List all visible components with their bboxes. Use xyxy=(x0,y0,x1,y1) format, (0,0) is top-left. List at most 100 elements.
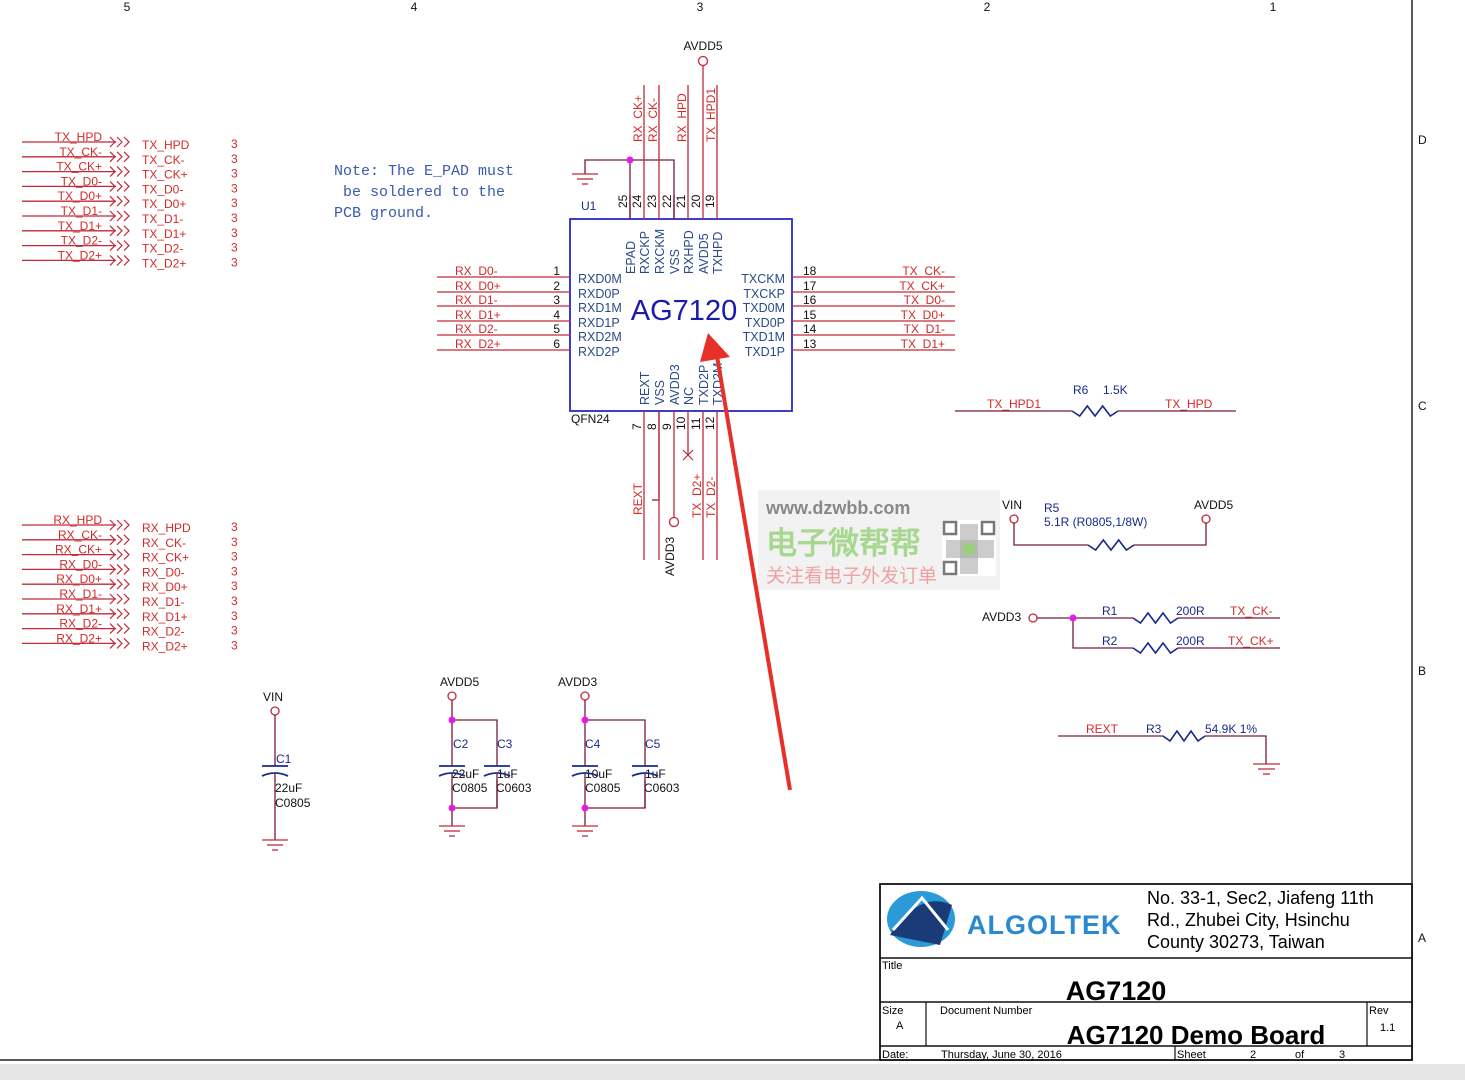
offpage-page-ref: 3 xyxy=(231,638,238,652)
net-label: TX_CK- xyxy=(902,264,945,278)
offpage-page-ref: 3 xyxy=(231,226,238,240)
pin-number: 4 xyxy=(553,308,560,322)
resistor-zigzag-icon xyxy=(1087,538,1135,552)
capacitor-package: C0805 xyxy=(585,781,621,795)
pin-number: 3 xyxy=(553,293,560,307)
net-label: TX_D2- xyxy=(704,477,718,518)
pin-number: 5 xyxy=(553,322,560,336)
sheet-number: 2 xyxy=(1250,1049,1256,1061)
pin-name: RXHPD xyxy=(682,230,696,274)
sheet-title: AG7120 xyxy=(1066,976,1167,1006)
address-line: Rd., Zhubei City, Hsinchu xyxy=(1147,910,1350,930)
resistor-r1-r2[interactable]: AVDD3 R1 200R TX_CK- R2 200R TX_CK+ xyxy=(982,604,1280,649)
connector-pin[interactable]: RX_D0+RX_D0+3 xyxy=(22,572,238,594)
net-label: TX_D0- xyxy=(61,174,102,188)
connector-pin[interactable]: TX_D0-TX_D0-3 xyxy=(22,174,238,196)
connector-pin[interactable]: RX_D1+RX_D1+3 xyxy=(22,602,238,624)
document-number-label: Document Number xyxy=(940,1005,1033,1017)
pin-number: 1 xyxy=(553,264,560,278)
ag7120-chip[interactable]: AG7120 U1 QFN24 AVDD5 AVDD3 xyxy=(569,39,793,576)
pin-name: TXD0M xyxy=(743,301,785,315)
offpage-chevron-icon xyxy=(109,593,130,605)
resistor-value: 5.1R (R0805,1/8W) xyxy=(1044,515,1147,529)
ground-symbol-icon xyxy=(1253,763,1280,775)
resistor-r6[interactable]: TX_HPD1 TX_HPD R6 1.5K xyxy=(955,383,1236,412)
column-marker: 3 xyxy=(697,0,704,14)
connector-pin[interactable]: RX_D1-RX_D1-3 xyxy=(22,587,238,609)
connector-pin[interactable]: RX_D0-RX_D0-3 xyxy=(22,557,238,579)
resistor-symbols xyxy=(1071,404,1206,743)
decoupling-capacitors: VIN AVDD5 AVDD3 C1 22uF C0805 C2 22uF C0… xyxy=(261,675,680,851)
resistor-ref: R1 xyxy=(1102,604,1118,618)
connector-pin[interactable]: RX_D2-RX_D2-3 xyxy=(22,617,238,639)
resistor-r5[interactable]: VIN AVDD5 R5 5.1R (R0805,1/8W) xyxy=(1002,498,1233,546)
sheet-total: 3 xyxy=(1339,1049,1345,1061)
resistor-r3[interactable]: REXT R3 54.9K 1% xyxy=(1058,722,1280,775)
pin-name: TXD1M xyxy=(743,330,785,344)
pin-number: 18 xyxy=(803,264,817,278)
connector-pin[interactable]: TX_D2-TX_D2-3 xyxy=(22,234,238,256)
junction-dot xyxy=(1069,614,1077,622)
net-label: TX_D2+ xyxy=(58,248,102,262)
offpage-page-ref: 3 xyxy=(231,550,238,564)
resistor-value: 200R xyxy=(1176,604,1205,618)
offpage-chevron-icon xyxy=(109,254,130,266)
connector-pin[interactable]: TX_D2+TX_D2+3 xyxy=(22,248,238,270)
net-label: RX_D1- xyxy=(59,587,102,601)
offpage-page-ref: 3 xyxy=(231,181,238,195)
offpage-page-ref: 3 xyxy=(231,255,238,269)
net-label: RX_HPD xyxy=(675,93,689,142)
connector-pin[interactable]: TX_D1-TX_D1-3 xyxy=(22,204,238,226)
connector-pin[interactable]: TX_CK+TX_CK+3 xyxy=(22,160,238,182)
offpage-chevron-icon xyxy=(109,608,130,620)
net-label: RX_D2- xyxy=(455,322,498,336)
connector-pin[interactable]: TX_D1+TX_D1+3 xyxy=(22,219,238,241)
size-label: Size xyxy=(882,1005,903,1017)
connector-pin[interactable]: RX_CK+RX_CK+3 xyxy=(22,543,238,565)
avdd5-power-label: AVDD5 xyxy=(683,39,722,53)
offpage-page-ref: 3 xyxy=(231,211,238,225)
connector-pin[interactable]: TX_D0+TX_D0+3 xyxy=(22,189,238,211)
row-marker: C xyxy=(1418,399,1427,413)
offpage-page-ref: 3 xyxy=(231,579,238,593)
connector-pin[interactable]: TX_CK-TX_CK-3 xyxy=(22,145,238,167)
net-label: REXT xyxy=(631,482,645,515)
capacitor-value: 22uF xyxy=(452,767,479,781)
net-label: RX_D2+ xyxy=(455,337,501,351)
pin-name: VSS xyxy=(668,249,682,274)
net-label: TX_HPD1 xyxy=(987,397,1041,411)
connector-pin[interactable]: RX_D2+RX_D2+3 xyxy=(22,631,238,653)
connector-pin[interactable]: RX_CK-RX_CK-3 xyxy=(22,528,238,550)
pin-name: AVDD5 xyxy=(697,233,711,274)
pin-number: 21 xyxy=(674,194,688,208)
offpage-label: RX_D2- xyxy=(142,625,185,639)
pin-name: RXCKM xyxy=(653,229,667,274)
